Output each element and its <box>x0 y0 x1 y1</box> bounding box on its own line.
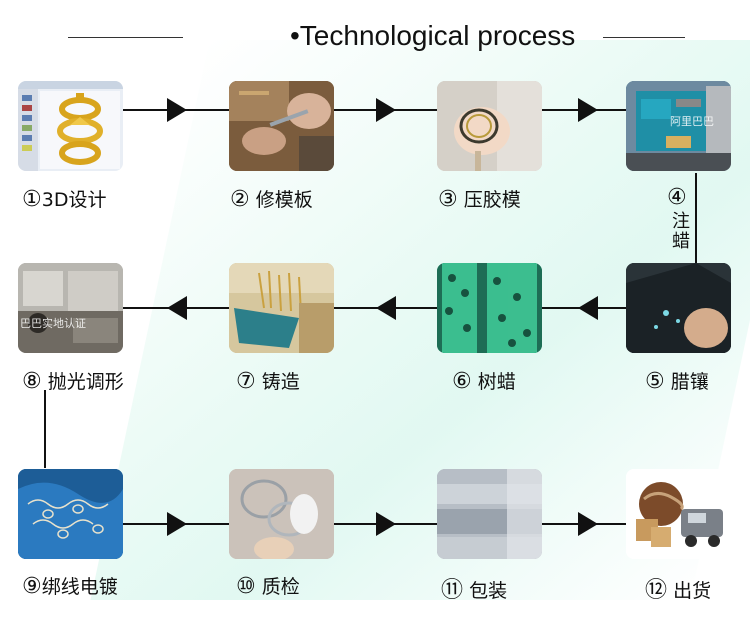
step-4-label: ④ <box>667 185 687 210</box>
step-11-photo-packaging <box>437 469 542 559</box>
step-5-label: ⑤ 腊镶 <box>645 369 709 394</box>
photo-watermark: 阿里巴巴 <box>670 115 714 128</box>
arrow-left-icon <box>578 296 598 320</box>
header: •Technological process <box>0 18 750 58</box>
step-10-photo-quality-check <box>229 469 334 559</box>
step-10-label: ⑩ 质检 <box>236 574 300 599</box>
arrow-right-icon <box>376 512 396 536</box>
step-3-photo-rubber-mold <box>437 81 542 171</box>
step-7-label: ⑦ 铸造 <box>236 369 300 394</box>
photo-watermark: 巴巴实地认证 <box>20 317 86 330</box>
step-12-label: ⑫ 出货 <box>645 578 712 603</box>
step-1-label: ①3D设计 <box>22 187 107 212</box>
step-6-label: ⑥ 树蜡 <box>452 369 516 394</box>
arrow-right-icon <box>578 512 598 536</box>
step-4-photo-wax-injection: 阿里巴巴 <box>626 81 731 171</box>
step-2-photo-model-repair <box>229 81 334 171</box>
connector-8-9 <box>44 390 46 468</box>
step-8-photo-polishing: 巴巴实地认证 <box>18 263 123 353</box>
arrow-right-icon <box>167 512 187 536</box>
connector-4-5 <box>695 173 697 265</box>
arrow-left-icon <box>376 296 396 320</box>
step-11-label: ⑪ 包装 <box>441 578 508 603</box>
step-1-photo-3d-design <box>18 81 123 171</box>
step-8-label: ⑧ 抛光调形 <box>22 369 124 394</box>
step-7-photo-casting <box>229 263 334 353</box>
step-2-label: ② 修模板 <box>230 187 313 212</box>
step-3-label: ③ 压胶模 <box>438 187 521 212</box>
arrow-left-icon <box>167 296 187 320</box>
arrow-right-icon <box>376 98 396 122</box>
page-title: •Technological process <box>290 20 576 51</box>
step-6-photo-wax-tree <box>437 263 542 353</box>
title-rule-left <box>68 37 183 38</box>
step-9-photo-plating <box>18 469 123 559</box>
title-rule-right <box>603 37 685 38</box>
arrow-right-icon <box>578 98 598 122</box>
step-9-label: ⑨绑线电镀 <box>22 574 118 599</box>
step-12-photo-shipping <box>626 469 731 559</box>
step-5-photo-wax-setting <box>626 263 731 353</box>
step-4-vertical-label: 注 蜡 <box>672 211 690 252</box>
arrow-right-icon <box>167 98 187 122</box>
